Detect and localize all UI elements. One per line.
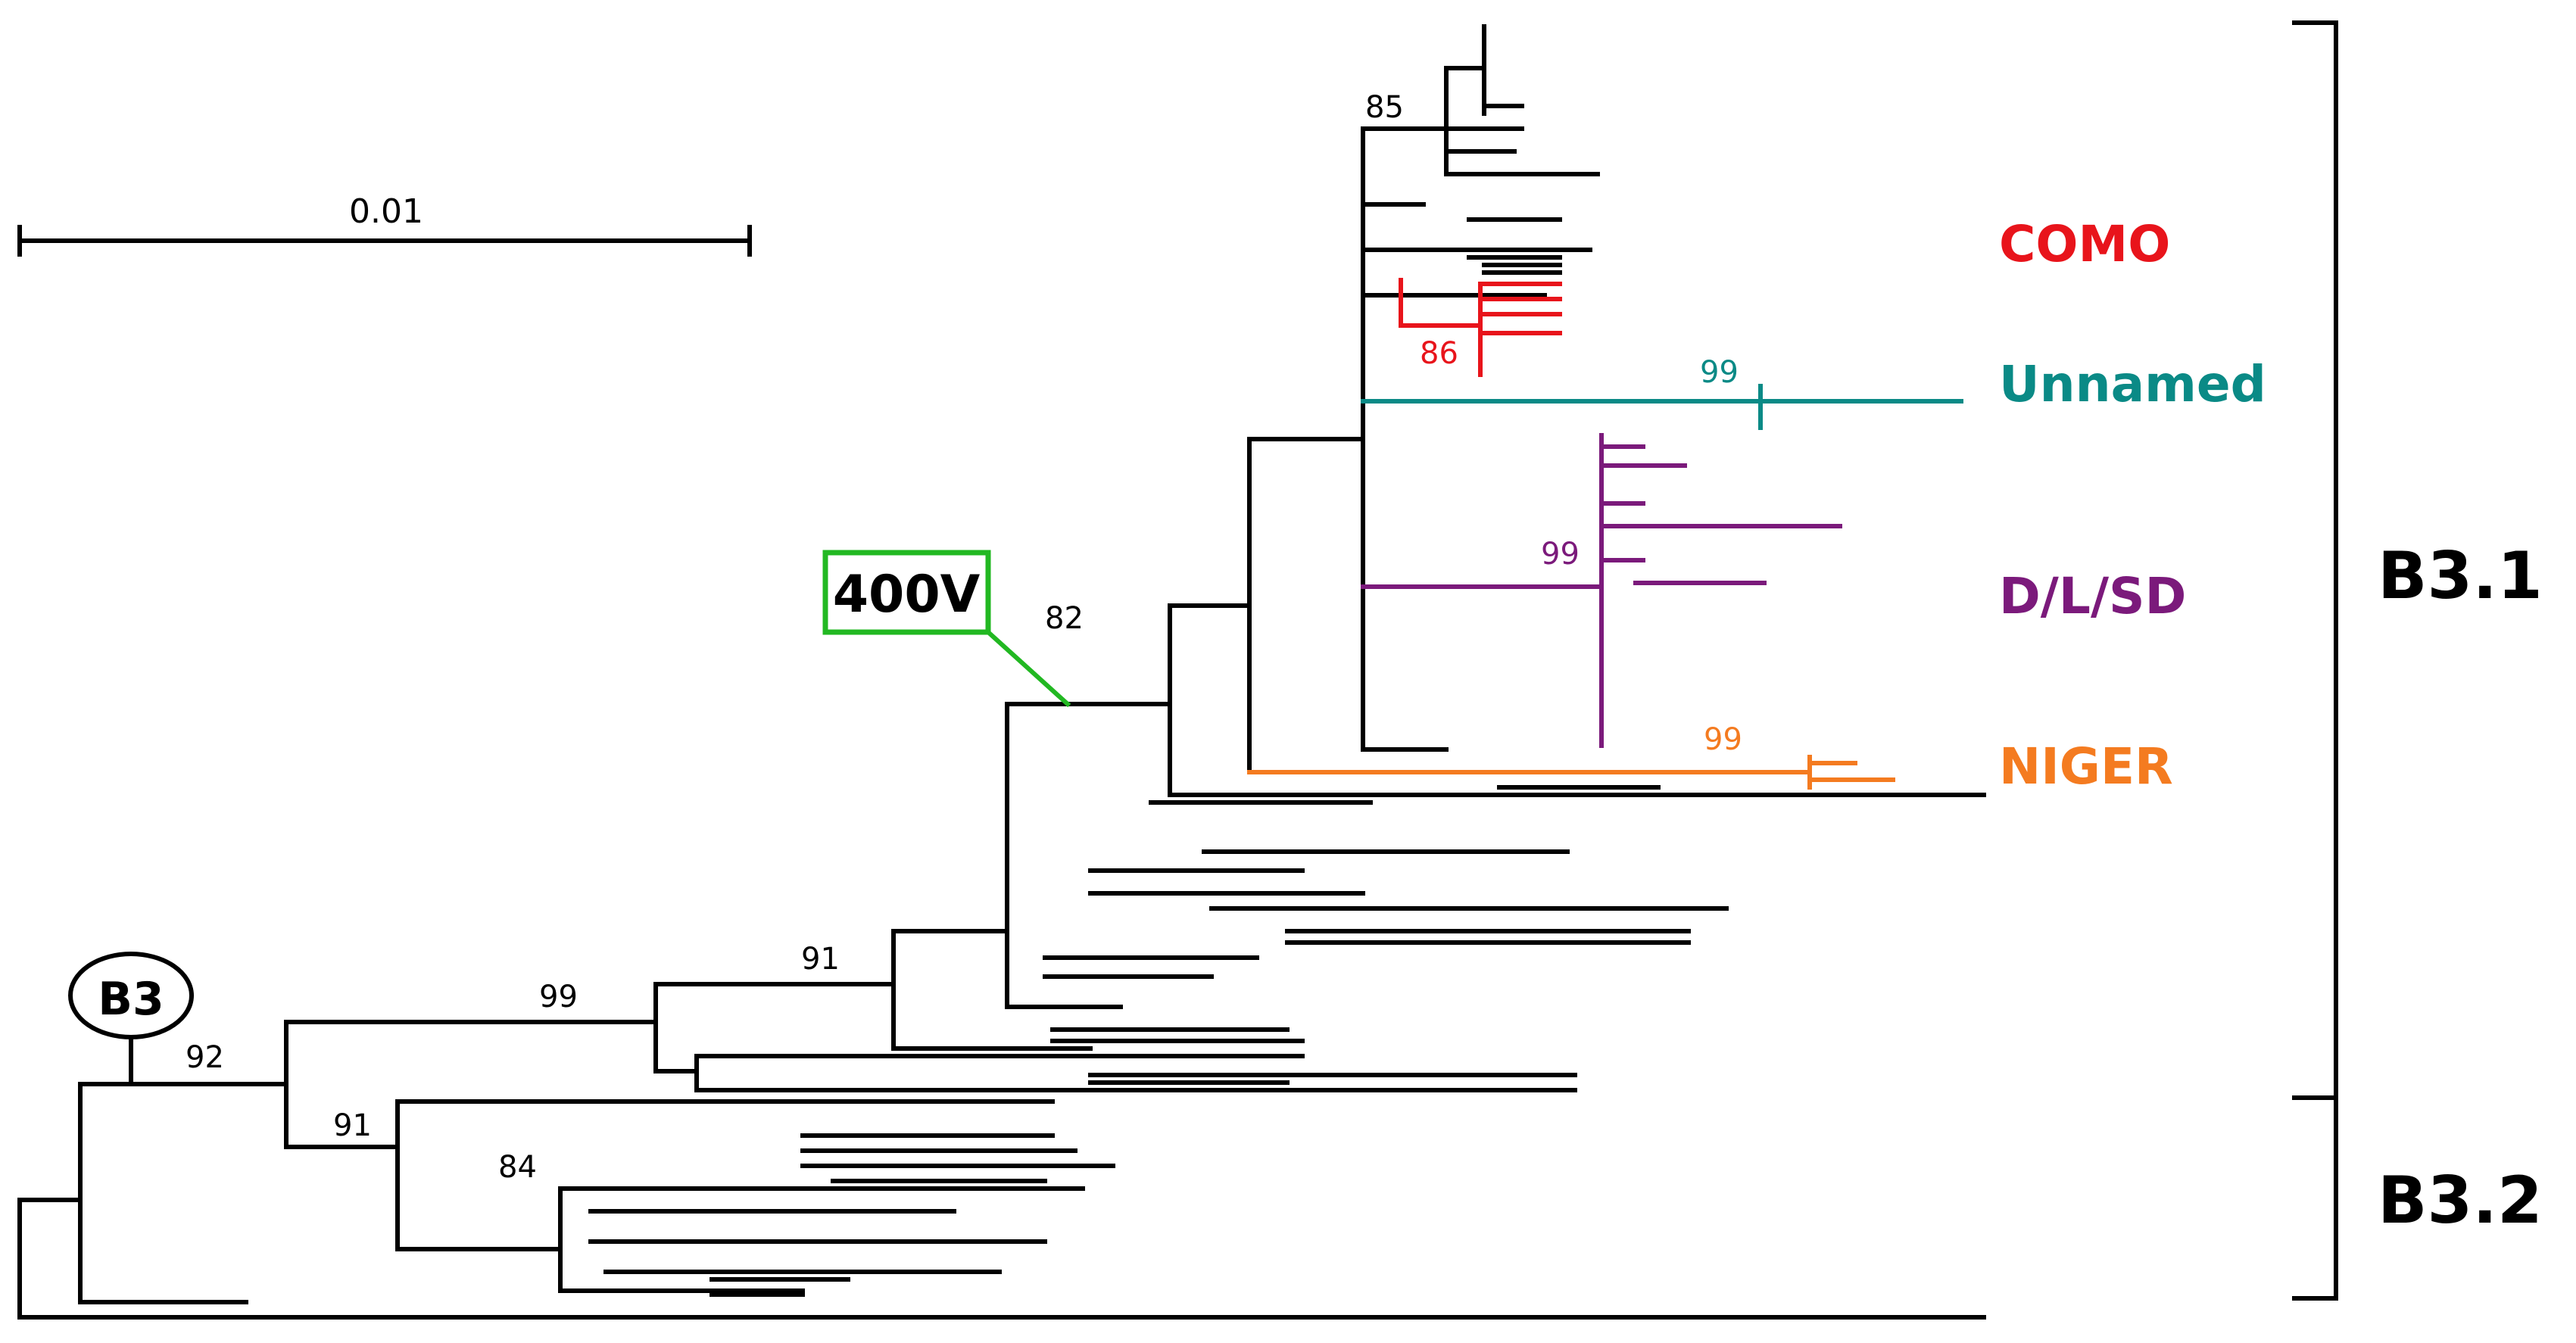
lineage-label-b31: B3.1 <box>2378 538 2543 614</box>
clade-como-branches <box>1399 278 1562 377</box>
bootstrap-label: 91 <box>333 1108 372 1143</box>
root-marker-label: B3 <box>98 973 164 1026</box>
clade-labels: COMO Unnamed D/L/SD NIGER <box>1999 215 2266 796</box>
bootstrap-labels: 92 91 99 91 84 82 85 86 99 99 99 <box>186 90 1742 1185</box>
mutation-marker: 400V <box>822 550 1071 708</box>
mutation-marker-label: 400V <box>833 565 981 625</box>
bootstrap-label: 91 <box>801 942 840 977</box>
clade-label-unnamed: Unnamed <box>1999 355 2266 413</box>
clade-label-como: COMO <box>1999 215 2170 273</box>
bootstrap-label: 99 <box>1700 355 1739 390</box>
subclade-bushes <box>588 24 1729 1297</box>
bootstrap-label: 85 <box>1365 90 1404 125</box>
lineage-label-b32: B3.2 <box>2378 1163 2543 1239</box>
bootstrap-label: 92 <box>186 1040 224 1075</box>
bootstrap-label: 99 <box>1541 537 1580 572</box>
bootstrap-label: 99 <box>1704 722 1742 757</box>
clade-dlsd-branches <box>1361 433 1842 748</box>
bootstrap-label: 86 <box>1420 336 1458 371</box>
clade-label-dlsd: D/L/SD <box>1999 567 2186 625</box>
tree-backbone <box>17 126 1986 1320</box>
clade-label-niger: NIGER <box>1999 737 2173 796</box>
root-marker: B3 <box>68 952 194 1039</box>
scale-bar-label: 0.01 <box>349 192 423 231</box>
bootstrap-label: 82 <box>1045 601 1084 636</box>
clade-niger-branches <box>1247 755 1895 790</box>
bootstrap-label: 99 <box>539 980 578 1014</box>
scale-bar: 0.01 <box>17 192 752 257</box>
clade-unnamed-branches <box>1361 384 1963 430</box>
lineage-brackets: B3.1 B3.2 <box>2292 20 2543 1301</box>
bootstrap-label: 84 <box>498 1150 537 1185</box>
